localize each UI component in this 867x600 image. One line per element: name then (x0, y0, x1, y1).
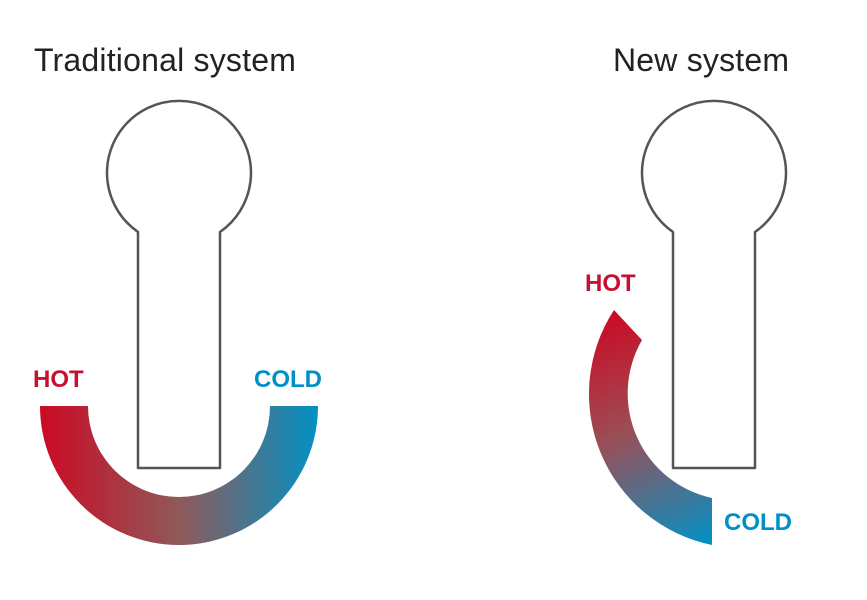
flask-outline-traditional (105, 99, 253, 470)
traditional-system-title: Traditional system (34, 42, 297, 78)
flask-outline-new (640, 99, 788, 470)
hot-label-new: HOT (585, 270, 636, 297)
cold-label-new: COLD (724, 509, 792, 536)
heating-band-new (588, 310, 712, 545)
heating-band-traditional (40, 406, 318, 545)
new-system-title: New system (613, 42, 790, 78)
hot-label-traditional: HOT (33, 366, 84, 393)
cold-label-traditional: COLD (254, 366, 322, 393)
